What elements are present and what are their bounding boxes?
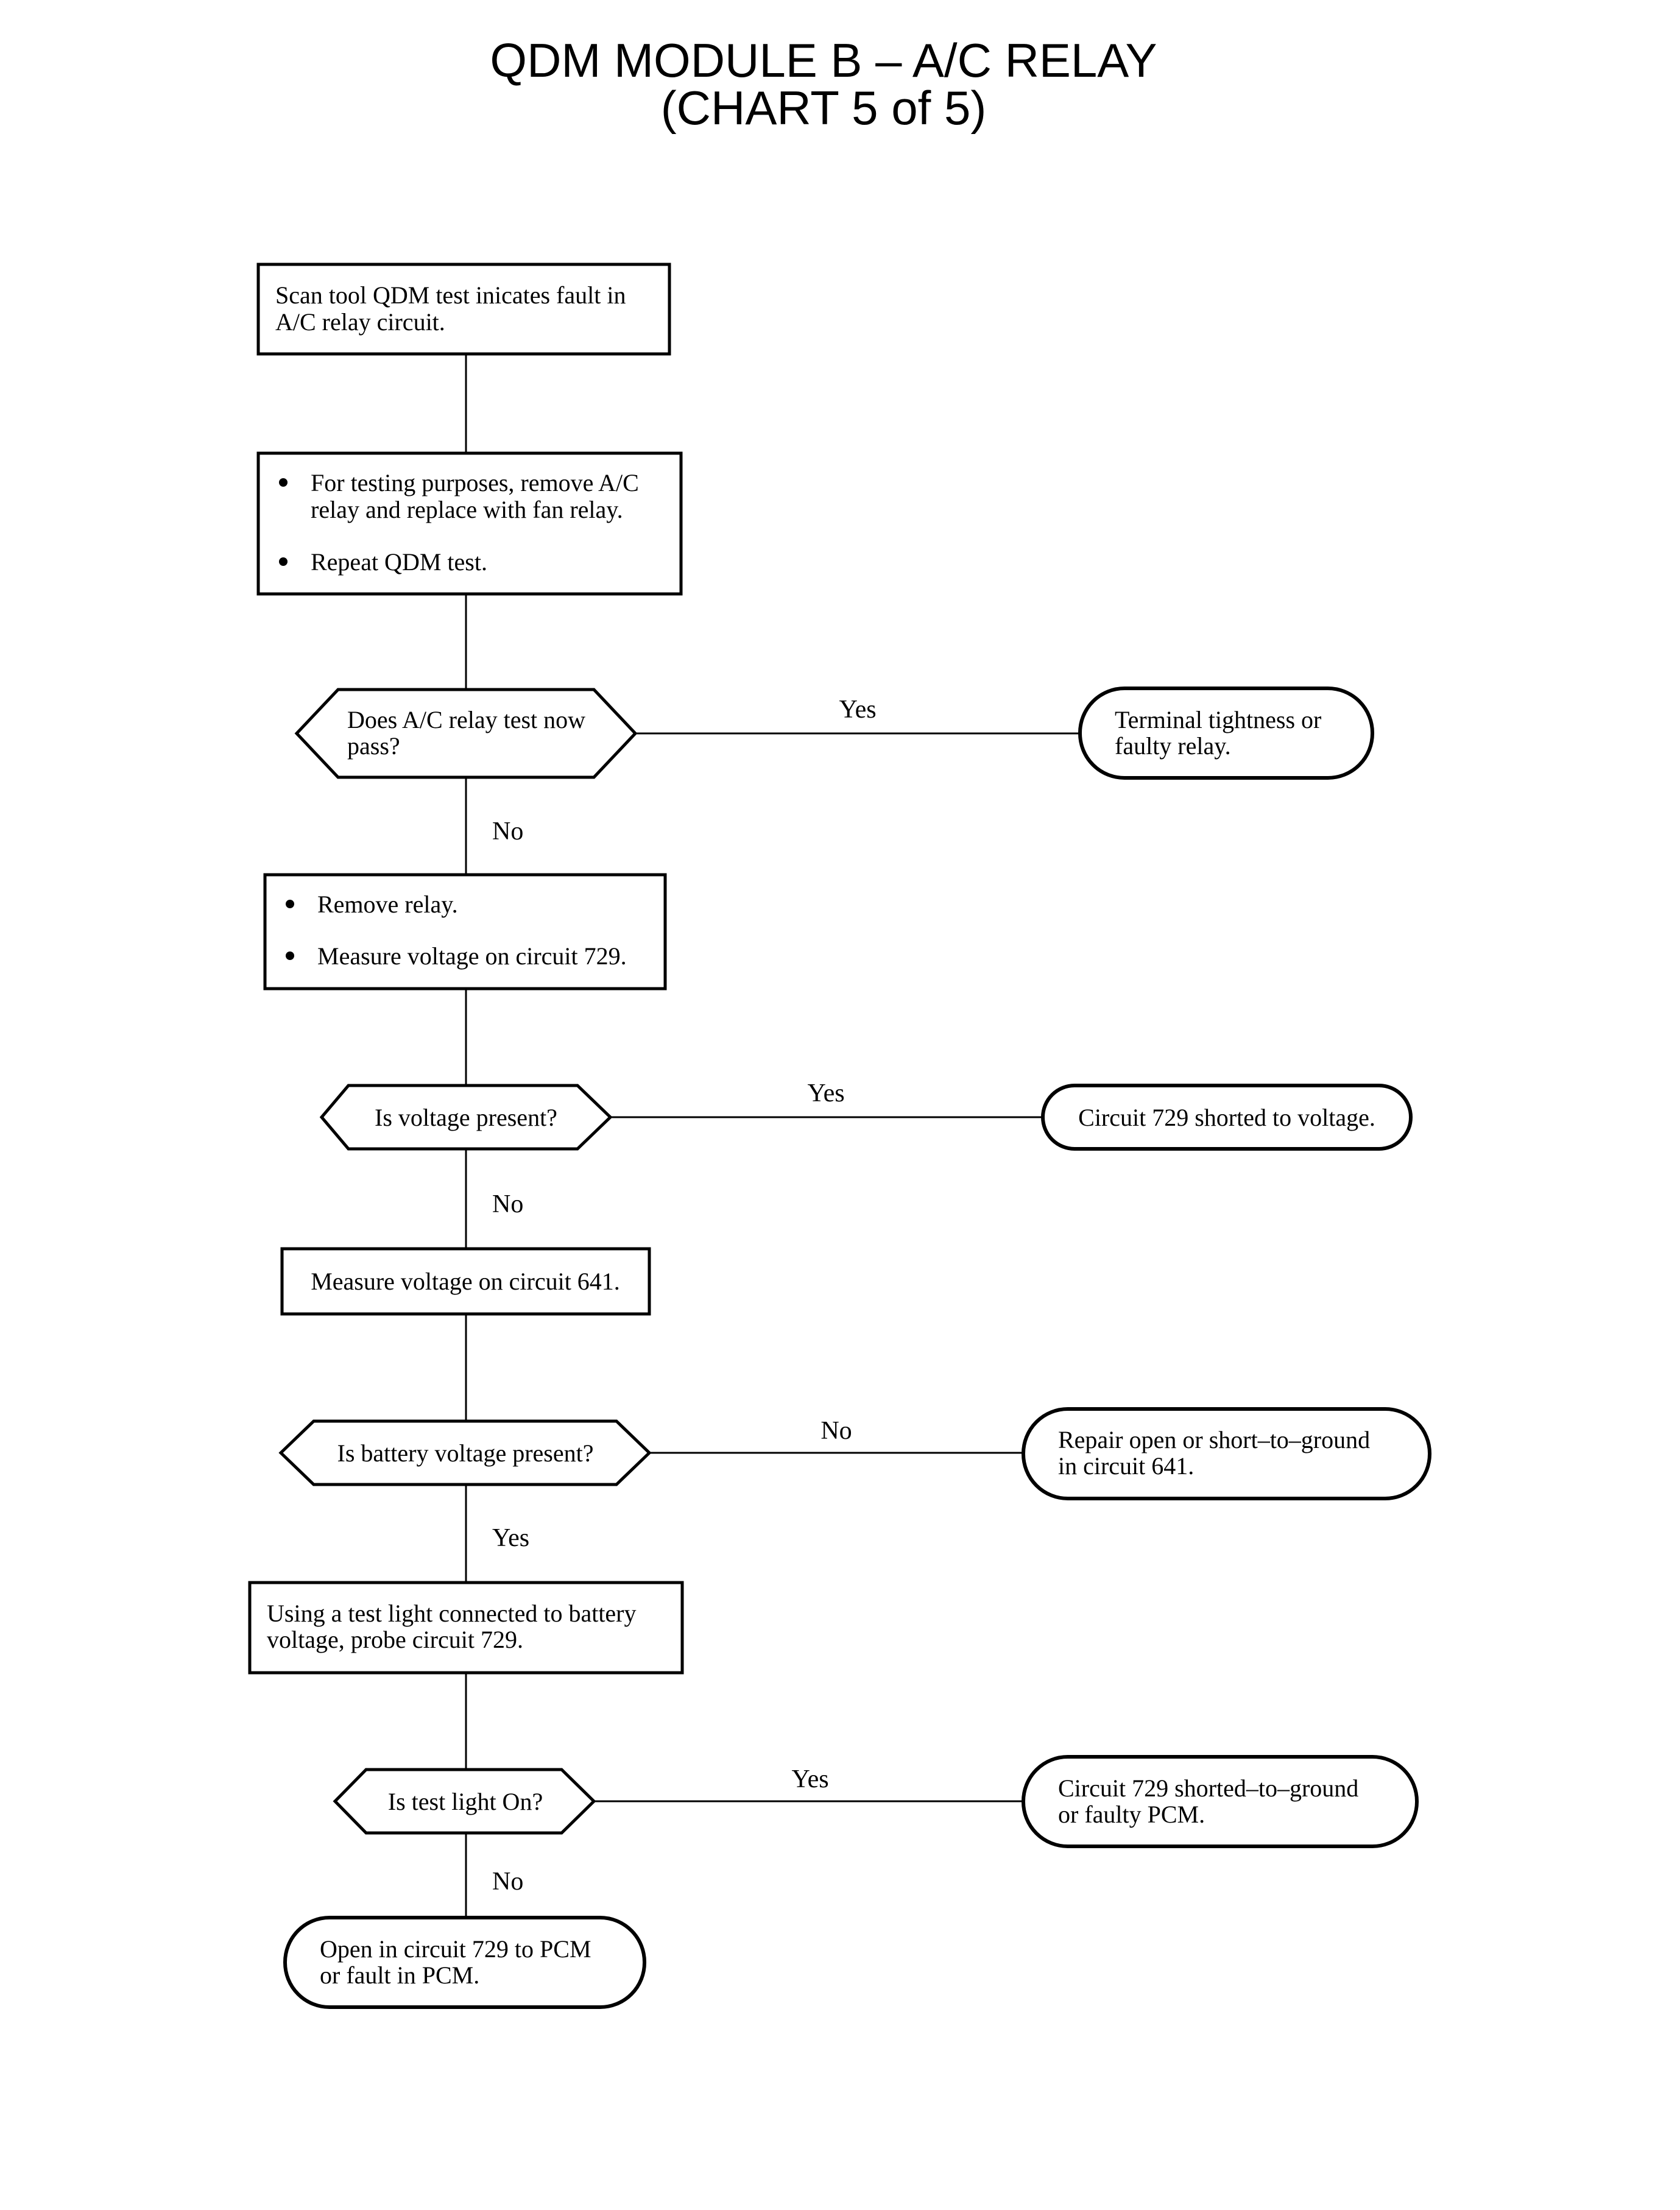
decision-voltage-present-label: Is voltage present? xyxy=(375,1104,557,1131)
step-measure-641-box: Measure voltage on circuit 641. xyxy=(280,1247,651,1316)
end-729-shorted-to-ground-line-1: Circuit 729 shorted–to–ground xyxy=(1058,1774,1358,1802)
step-measure-641-label: Measure voltage on circuit 641. xyxy=(311,1268,620,1295)
end-repair-641: Repair open or short–to–ground in circui… xyxy=(1022,1407,1431,1500)
step-remove-relay-bullet-1: Remove relay. xyxy=(317,891,458,918)
edge-label-battery-yes: Yes xyxy=(492,1524,529,1552)
end-729-shorted-to-voltage-label: Circuit 729 shorted to voltage. xyxy=(1078,1104,1375,1131)
edge-label-voltage-yes: Yes xyxy=(807,1079,844,1107)
decision-test-light-on: Is test light On? xyxy=(333,1768,596,1835)
end-729-shorted-to-ground: Circuit 729 shorted–to–ground or faulty … xyxy=(1022,1755,1419,1848)
step-test-light-line-1: Using a test light connected to battery xyxy=(267,1600,637,1627)
connectors xyxy=(465,354,1080,1918)
step-fan-relay-bullet-1-line-2: relay and replace with fan relay. xyxy=(311,496,623,523)
edge-label-relay-pass-no: No xyxy=(492,817,523,846)
start-box-line-2: A/C relay circuit. xyxy=(275,308,445,336)
decision-relay-pass-line-2: pass? xyxy=(347,732,400,760)
step-remove-relay-bullet-2: Measure voltage on circuit 729. xyxy=(317,942,627,970)
step-fan-relay-bullet-1-line-1: For testing purposes, remove A/C xyxy=(311,469,639,496)
step-test-light-line-2: voltage, probe circuit 729. xyxy=(267,1626,523,1653)
bullet-icon xyxy=(279,557,288,566)
bullet-icon xyxy=(279,478,288,487)
end-repair-641-line-1: Repair open or short–to–ground xyxy=(1058,1426,1370,1453)
end-729-shorted-to-ground-line-2: or faulty PCM. xyxy=(1058,1801,1205,1828)
chart-title: QDM MODULE B – A/C RELAY xyxy=(490,34,1157,87)
step-remove-relay-box: Remove relay. Measure voltage on circuit… xyxy=(263,873,667,990)
decision-battery-voltage-label: Is battery voltage present? xyxy=(337,1439,594,1467)
step-fan-relay-bullet-2: Repeat QDM test. xyxy=(311,548,487,576)
step-fan-relay-box: For testing purposes, remove A/C relay a… xyxy=(256,451,683,596)
edge-label-test-light-yes: Yes xyxy=(791,1765,828,1793)
edge-label-battery-no: No xyxy=(821,1417,852,1445)
end-729-shorted-to-voltage: Circuit 729 shorted to voltage. xyxy=(1041,1084,1413,1151)
edge-label-test-light-no: No xyxy=(492,1868,523,1896)
end-open-729-line-2: or fault in PCM. xyxy=(320,1961,479,1989)
decision-voltage-present: Is voltage present? xyxy=(319,1084,613,1151)
decision-relay-pass-line-1: Does A/C relay test now xyxy=(347,706,585,733)
edge-label-voltage-no: No xyxy=(492,1190,523,1218)
edge-label-relay-pass-yes: Yes xyxy=(839,696,876,724)
end-terminal-tightness-line-1: Terminal tightness or xyxy=(1115,706,1321,733)
step-test-light-box: Using a test light connected to battery … xyxy=(248,1581,684,1675)
end-terminal-tightness-line-2: faulty relay. xyxy=(1115,732,1231,760)
end-open-729-line-1: Open in circuit 729 to PCM xyxy=(320,1935,591,1963)
decision-test-light-on-label: Is test light On? xyxy=(388,1788,543,1815)
start-box-line-1: Scan tool QDM test inicates fault in xyxy=(275,281,626,309)
start-box: Scan tool QDM test inicates fault in A/C… xyxy=(256,263,671,356)
bullet-icon xyxy=(286,951,294,960)
bullet-icon xyxy=(286,900,294,908)
decision-relay-pass: Does A/C relay test now pass? xyxy=(294,688,638,779)
decision-battery-voltage: Is battery voltage present? xyxy=(278,1419,652,1486)
end-terminal-tightness: Terminal tightness or faulty relay. xyxy=(1078,687,1374,780)
end-repair-641-line-2: in circuit 641. xyxy=(1058,1452,1194,1480)
chart-subtitle: (CHART 5 of 5) xyxy=(661,81,987,135)
end-open-729: Open in circuit 729 to PCM or fault in P… xyxy=(283,1916,646,2009)
